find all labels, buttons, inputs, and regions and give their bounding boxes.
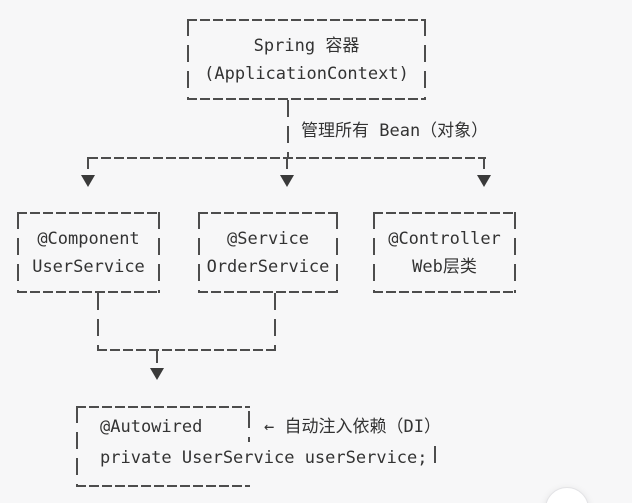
autowired-box-right-border [248,411,250,442]
connector-join-line [97,349,276,351]
spring-container-title: Spring 容器 [253,35,360,56]
arrow-down-icon [81,175,95,187]
arrow-down-icon [150,368,164,380]
autowired-box-top-border [76,406,250,408]
service-bean-box: @Service OrderService [198,212,338,293]
scroll-to-bottom-button[interactable]: ↓ [545,487,589,503]
connector-left-line [97,293,99,350]
autowired-code: private UserService userService; [100,448,428,468]
manage-beans-label: 管理所有 Bean（对象） [301,121,489,141]
spring-container-box: Spring 容器 (ApplicationContext) [187,19,426,100]
bean-annotation: @Component [37,228,140,249]
arrow-down-icon [477,175,491,187]
controller-bean-box: @Controller Web层类 [373,212,516,293]
autowired-box-bottom-border [76,485,250,487]
autowired-code-trailing-bar [434,446,436,471]
di-note-label: ← 自动注入依赖（DI） [264,417,441,437]
container-stem-line [287,100,289,157]
component-bean-box: @Component UserService [17,212,160,293]
autowired-box-left-border [76,406,78,487]
autowired-annotation: @Autowired [100,417,203,437]
spring-container-subtitle: (ApplicationContext) [204,63,409,84]
bean-name: Web层类 [412,256,477,277]
arrow-down-icon: ↓ [562,500,571,503]
branch-drop-right [483,157,485,169]
bean-name: UserService [32,256,145,277]
arrow-down-icon [280,175,294,187]
connector-stem-line [156,349,158,363]
branch-drop-left [87,157,89,169]
bean-annotation: @Controller [388,228,501,249]
bean-annotation: @Service [227,228,309,249]
branch-drop-middle [286,157,288,169]
bean-name: OrderService [206,256,330,277]
connector-right-line [274,293,276,350]
